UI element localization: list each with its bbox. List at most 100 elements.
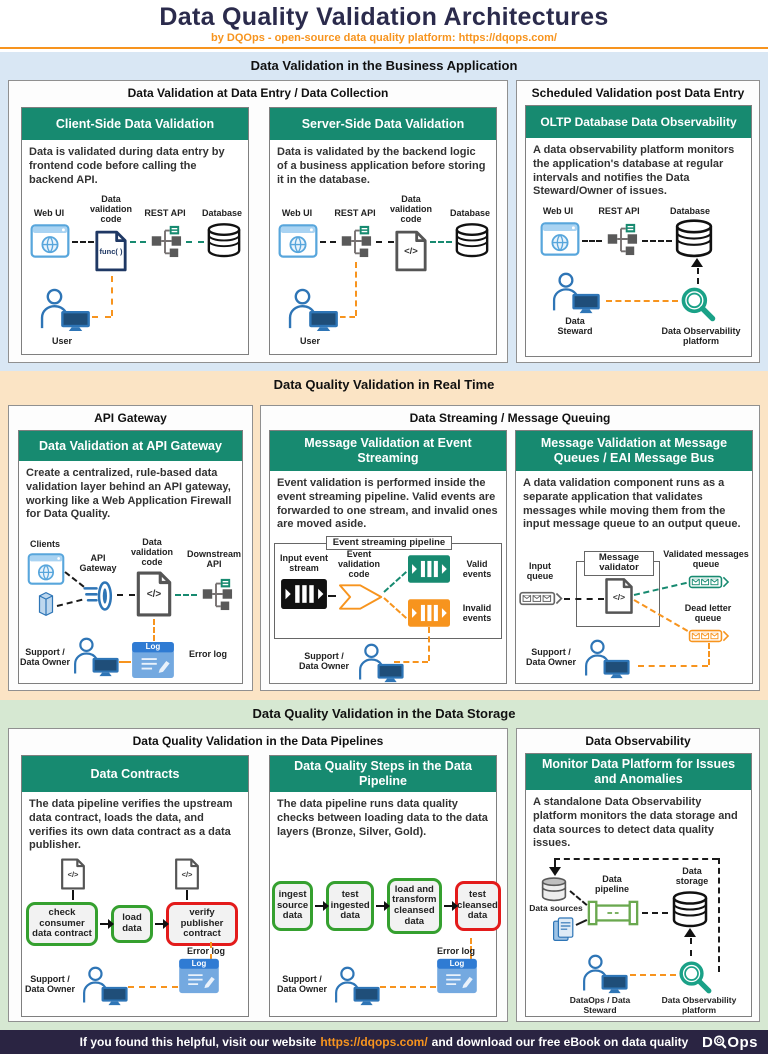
browser-icon bbox=[30, 224, 70, 258]
event-code-label: Event validation code bbox=[337, 549, 380, 580]
web-ui-label: Web UI bbox=[542, 206, 574, 216]
card-event-streaming: Message Validation at Event Streaming Ev… bbox=[269, 430, 507, 684]
connector bbox=[394, 661, 428, 663]
connector bbox=[210, 942, 212, 960]
code-glyph: </> bbox=[146, 589, 162, 600]
rest-api-icon bbox=[602, 222, 640, 256]
section-real-time: Data Quality Validation in Real Time API… bbox=[0, 371, 768, 700]
connector bbox=[428, 627, 430, 661]
connector bbox=[64, 571, 85, 588]
section-title: Data Validation in the Business Applicat… bbox=[250, 58, 518, 73]
footer-text: and download our free eBook on data qual… bbox=[431, 1035, 689, 1049]
observability-label: Data Observability platform bbox=[661, 326, 741, 347]
section-title: Data Quality Validation in the Data Stor… bbox=[252, 706, 516, 721]
logo-prefix: D bbox=[701, 1033, 714, 1051]
database-label: Database bbox=[449, 208, 491, 218]
connector bbox=[642, 240, 672, 242]
data-sources-label: Data sources bbox=[529, 903, 583, 913]
support-owner-label: Support / Data Owner bbox=[24, 974, 75, 995]
footer-text: If you found this helpful, visit our web… bbox=[79, 1035, 317, 1049]
database-label: Database bbox=[201, 208, 243, 218]
browser-icon bbox=[540, 222, 580, 256]
rest-api-icon bbox=[197, 577, 235, 611]
validated-queue-icon bbox=[686, 575, 732, 589]
dqops-logo: D Ops bbox=[702, 1030, 758, 1054]
invalid-stream-icon bbox=[408, 599, 450, 627]
flow-arrow bbox=[376, 900, 391, 913]
support-owner-label: Support / Data Owner bbox=[19, 647, 70, 668]
error-log-label: Error log bbox=[186, 946, 225, 956]
card-server-side: Server-Side Data Validation Data is vali… bbox=[269, 107, 497, 355]
support-owner-icon bbox=[356, 643, 406, 683]
diagram-oltp: Web UI REST API Database Data Steward Da… bbox=[526, 202, 751, 356]
card-description: The data pipeline verifies the upstream … bbox=[29, 798, 233, 852]
panel-data-entry: Data Validation at Data Entry / Data Col… bbox=[8, 80, 508, 363]
clients-label: Clients bbox=[29, 539, 60, 549]
page-header: Data Quality Validation Architectures by… bbox=[0, 0, 768, 52]
connector bbox=[376, 241, 394, 243]
pipe-icon bbox=[586, 900, 640, 926]
user-icon bbox=[38, 288, 92, 332]
input-stream-icon bbox=[280, 579, 328, 609]
connector bbox=[355, 262, 357, 316]
card-title: Data Contracts bbox=[22, 756, 248, 792]
connector bbox=[72, 241, 94, 243]
user-label: User bbox=[299, 336, 320, 346]
card-title: Message Validation at Message Queues / E… bbox=[516, 431, 752, 471]
diagram-api-gateway: Clients API Gateway Data validation code… bbox=[19, 537, 242, 683]
user-icon bbox=[286, 288, 340, 332]
card-client-side: Client-Side Data Validation Data is vali… bbox=[21, 107, 249, 355]
support-owner-label: Support / Data Owner bbox=[276, 974, 327, 995]
web-ui-label: Web UI bbox=[33, 208, 65, 218]
connector bbox=[186, 241, 204, 243]
rest-api-icon bbox=[146, 224, 184, 258]
support-owner-icon bbox=[582, 639, 632, 679]
diagram-message-queues: Input queue Message validator </> Valida… bbox=[516, 547, 752, 685]
diagram-data-contracts: </> </> check consumer data contract loa… bbox=[22, 856, 248, 1016]
pipeline-steps: check consumer data contract load data v… bbox=[26, 902, 246, 946]
flow-arrow bbox=[155, 918, 169, 931]
browser-icon bbox=[278, 224, 318, 258]
panel-title: Data Streaming / Message Queuing bbox=[409, 411, 611, 425]
connector bbox=[186, 890, 188, 900]
section-business-application: Data Validation in the Business Applicat… bbox=[0, 52, 768, 371]
connector bbox=[380, 986, 436, 988]
connector bbox=[340, 316, 355, 318]
card-dq-steps: Data Quality Steps in the Data Pipeline … bbox=[269, 755, 501, 1017]
connector bbox=[606, 300, 678, 302]
subtitle-link[interactable]: https://dqops.com/ bbox=[458, 32, 557, 44]
connector bbox=[72, 890, 74, 900]
downstream-api-label: Downstream API bbox=[187, 549, 242, 570]
code-glyph: </> bbox=[67, 870, 79, 879]
invalid-events-label: Invalid events bbox=[462, 603, 492, 624]
step-ingest: ingest source data bbox=[272, 881, 314, 931]
pipeline-steps: ingest source data test ingested data lo… bbox=[272, 878, 501, 934]
panel-scheduled-validation: Scheduled Validation post Data Entry OLT… bbox=[516, 80, 760, 363]
step-test-ingested: test ingested data bbox=[326, 881, 375, 931]
card-description: A standalone Data Observability platform… bbox=[533, 796, 738, 850]
diagram-event-streaming: Event streaming pipeline Input event str… bbox=[270, 533, 506, 685]
web-ui-label: Web UI bbox=[281, 208, 313, 218]
diagram-client-side: Web UI Data validation code func( ) REST… bbox=[22, 192, 248, 354]
data-storage-label: Data storage bbox=[675, 866, 709, 887]
card-data-contracts: Data Contracts The data pipeline verifie… bbox=[21, 755, 249, 1017]
dataops-icon bbox=[580, 954, 630, 994]
log-glyph: Log bbox=[449, 959, 465, 968]
validation-code-label: Data validation code bbox=[130, 537, 173, 568]
panel-title: Data Quality Validation in the Data Pipe… bbox=[132, 734, 384, 748]
connector bbox=[430, 241, 452, 243]
card-title: Data Validation at API Gateway bbox=[19, 431, 242, 461]
diagram-server-side: Web UI REST API Data validation code </>… bbox=[270, 192, 496, 354]
connector bbox=[554, 858, 556, 868]
log-glyph: Log bbox=[191, 959, 207, 968]
step-verify-publisher: verify publisher contract bbox=[166, 902, 238, 946]
card-description: Create a centralized, rule-based data va… bbox=[26, 467, 232, 521]
accent-rule bbox=[0, 47, 768, 49]
connector bbox=[320, 241, 336, 243]
magnifier-icon bbox=[676, 958, 714, 996]
diagram-dq-steps: ingest source data test ingested data lo… bbox=[270, 856, 501, 1016]
connector bbox=[564, 598, 604, 600]
magnifier-q-icon bbox=[714, 1035, 727, 1049]
footer-link[interactable]: https://dqops.com/ bbox=[320, 1035, 428, 1049]
card-oltp-observability: OLTP Database Data Observability A data … bbox=[525, 105, 752, 357]
